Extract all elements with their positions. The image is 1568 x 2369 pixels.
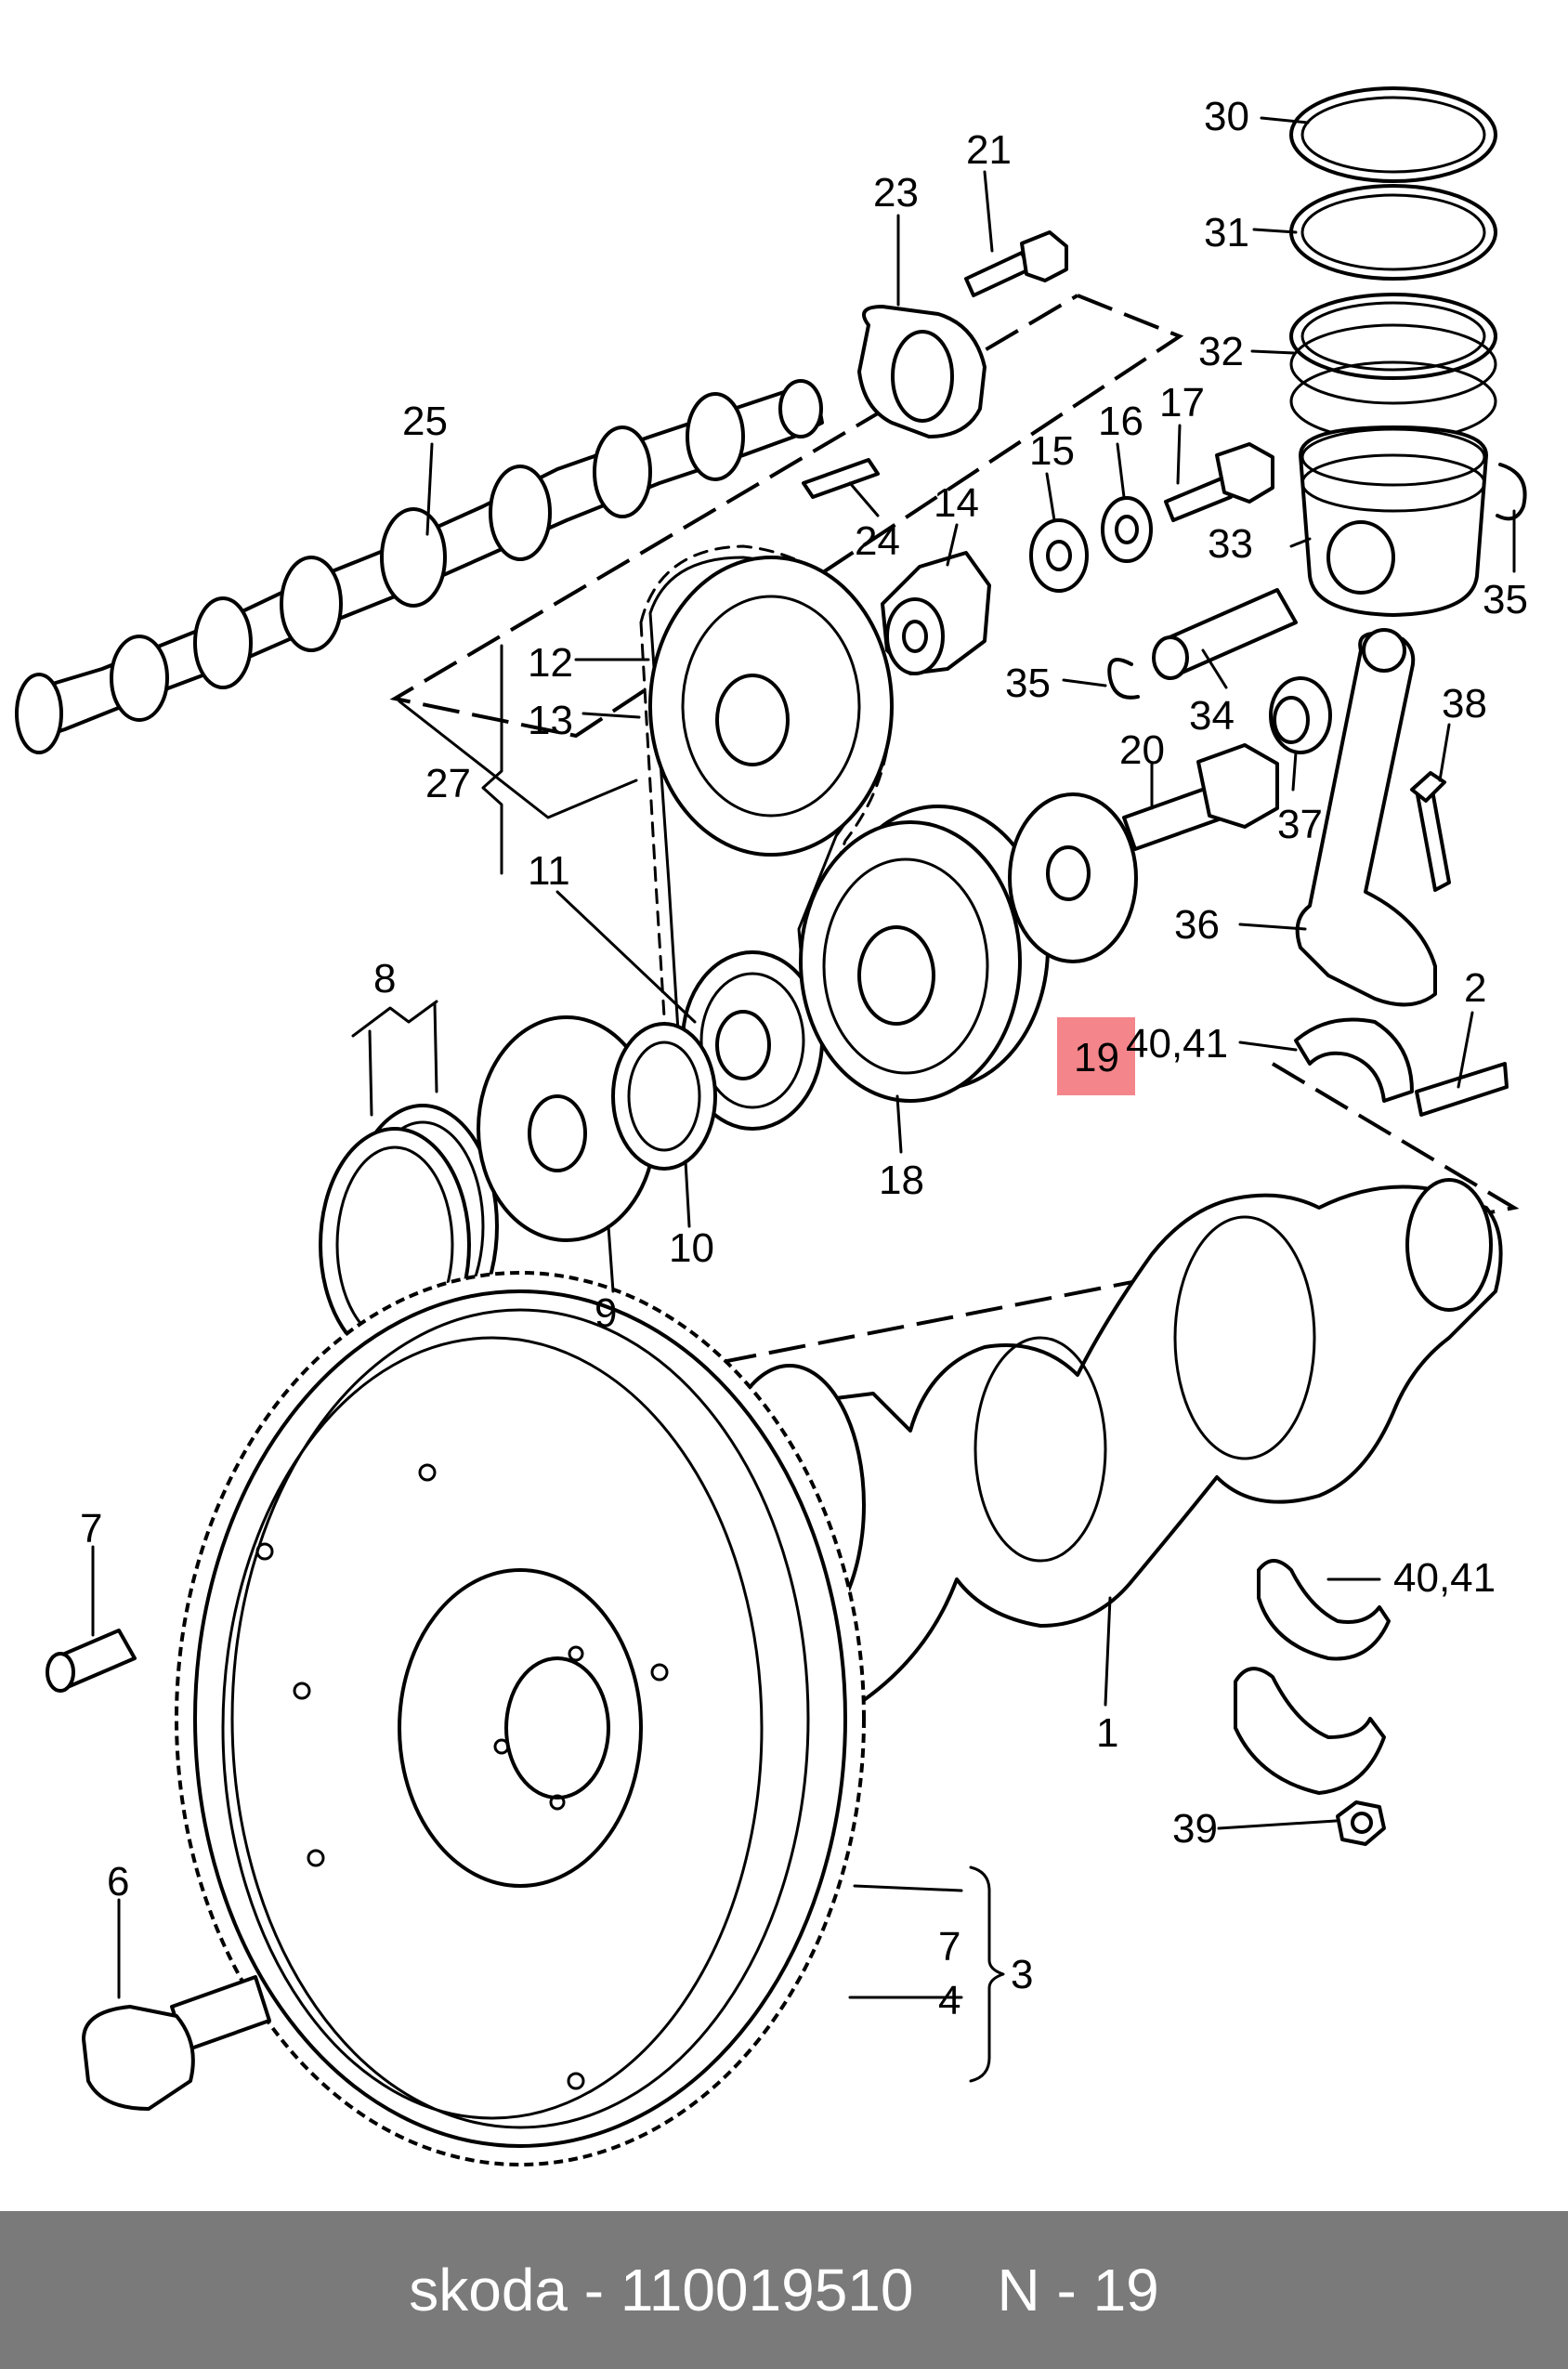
callout-39: 39 (1172, 1806, 1218, 1852)
bolt-17 (1164, 442, 1274, 522)
callout-7-top: 7 (80, 1506, 102, 1551)
piston (1299, 425, 1488, 617)
leader-lines (91, 116, 1516, 2083)
callout-18: 18 (879, 1158, 924, 1203)
circlip-35b (1107, 658, 1140, 700)
bearing-cap (857, 305, 987, 438)
callout-17: 17 (1159, 380, 1205, 425)
key-2 (1415, 1062, 1509, 1117)
camshaft-sprocket (648, 556, 894, 857)
bearing-shells-lower (1234, 1559, 1391, 1795)
dowel-pin (46, 1629, 137, 1693)
washer-19 (1008, 792, 1138, 963)
callout-20: 20 (1119, 727, 1165, 773)
callout-2: 2 (1464, 965, 1486, 1011)
callout-16: 16 (1098, 399, 1143, 444)
ring-10 (611, 1022, 717, 1171)
callout-25: 25 (402, 399, 448, 444)
callout-32: 32 (1198, 329, 1244, 374)
callout-24: 24 (855, 518, 900, 564)
piston-pin (1152, 588, 1298, 680)
callout-12: 12 (528, 640, 573, 686)
callout-37: 37 (1277, 802, 1323, 847)
nut-39 (1336, 1800, 1386, 1846)
camshaft (15, 379, 824, 754)
callout-30: 30 (1204, 94, 1249, 139)
callout-11: 11 (528, 848, 570, 894)
callout-19: 19 (1074, 1035, 1119, 1080)
crankshaft-pulley (799, 805, 1050, 1103)
callout-40-41-lower: 40,41 (1393, 1555, 1496, 1601)
bolt-20 (1122, 743, 1279, 851)
connecting-rod (1295, 628, 1437, 1007)
flywheel (175, 1271, 866, 2166)
bolt-38 (1410, 771, 1451, 892)
callout-15: 15 (1029, 428, 1075, 474)
callout-9: 9 (595, 1290, 617, 1336)
callout-31: 31 (1204, 210, 1249, 255)
bolt-21 (964, 230, 1068, 297)
callout-7-bottom: 7 (938, 1924, 960, 1970)
callout-33: 33 (1208, 521, 1253, 567)
callout-27: 27 (425, 761, 471, 806)
callout-6: 6 (107, 1859, 129, 1904)
washer-15 (1029, 518, 1089, 593)
callout-35-left: 35 (1005, 661, 1051, 706)
callout-21: 21 (966, 127, 1012, 173)
bearing-shell-upper (1294, 1017, 1414, 1103)
sprocket-14 (881, 551, 991, 675)
callout-14: 14 (934, 480, 979, 526)
callout-1: 1 (1096, 1710, 1118, 1756)
woodruff-key (802, 458, 880, 499)
callout-10: 10 (669, 1225, 714, 1271)
callout-36: 36 (1174, 902, 1220, 948)
circlip-35a (1496, 463, 1527, 521)
callout-40-41-upper: 40,41 (1126, 1021, 1228, 1067)
bushing (1269, 676, 1332, 754)
lock-washer-16 (1101, 496, 1153, 563)
parts-diagram: 30 31 32 21 23 25 15 16 17 14 24 33 35 3… (15, 86, 1528, 2166)
washer-9 (477, 1015, 657, 1242)
callout-8: 8 (373, 956, 396, 1001)
callout-23: 23 (873, 170, 919, 216)
callout-4: 4 (938, 1978, 960, 2023)
bolt-6 (82, 1975, 271, 2111)
callout-13: 13 (528, 698, 573, 743)
callout-3: 3 (1011, 1952, 1033, 1997)
highlight-box (1057, 1017, 1135, 1095)
caption-bar: skoda - 110019510 N - 19 (0, 2211, 1568, 2369)
callout-35-right: 35 (1483, 577, 1528, 622)
callout-38: 38 (1442, 681, 1487, 726)
reference-caption: N - 19 (997, 2257, 1159, 2323)
part-number-caption: skoda - 110019510 (409, 2257, 914, 2323)
callout-34: 34 (1189, 693, 1235, 739)
callout-labels: 30 31 32 21 23 25 15 16 17 14 24 33 35 3… (80, 94, 1528, 2023)
piston-rings (1289, 86, 1497, 442)
